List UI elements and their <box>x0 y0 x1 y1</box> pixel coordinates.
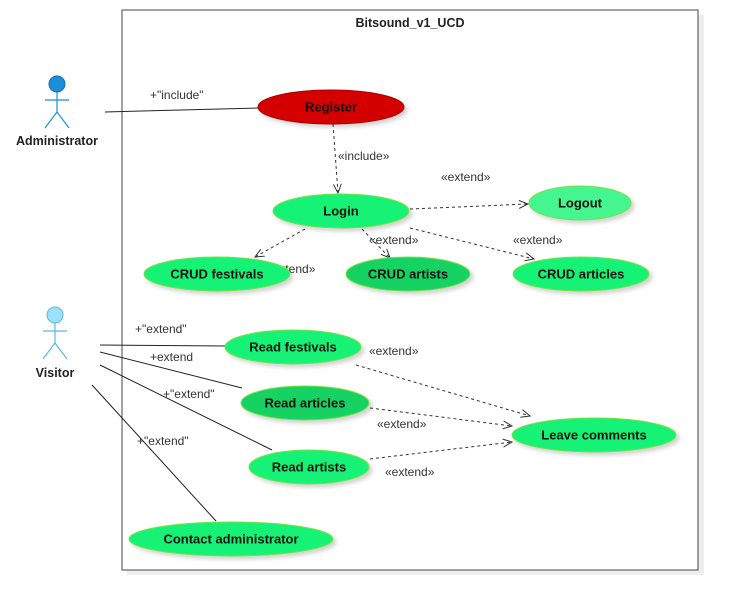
edge-visitor-read-artists[interactable] <box>99 364 273 451</box>
edge-label-visitor-contact: +"extend" <box>137 434 189 448</box>
usecase-login[interactable]: Login <box>272 193 410 229</box>
usecase-label-read-artists: Read artists <box>272 460 346 475</box>
edge-read-festivals-leave[interactable] <box>355 364 530 416</box>
usecase-label-contact-administrator: Contact administrator <box>163 532 298 547</box>
usecase-label-leave-comments: Leave comments <box>541 428 647 443</box>
usecase-label-register: Register <box>305 100 357 115</box>
usecase-contact-administrator[interactable]: Contact administrator <box>128 521 334 557</box>
system-boundary: Bitsound_v1_UCD <box>121 9 704 575</box>
edge-label-visitor-read-articles: +extend <box>150 350 193 364</box>
usecase-label-login: Login <box>323 204 358 219</box>
usecase-read-artists[interactable]: Read artists <box>248 449 370 485</box>
usecase-label-read-festivals: Read festivals <box>249 340 336 355</box>
actor-label-administrator: Administrator <box>16 134 98 148</box>
usecase-label-read-articles: Read articles <box>265 396 346 411</box>
usecase-read-articles[interactable]: Read articles <box>240 385 370 421</box>
edge-visitor-read-articles[interactable] <box>99 351 243 389</box>
usecase-read-festivals[interactable]: Read festivals <box>224 329 362 365</box>
dependencies <box>255 123 534 460</box>
actor-head <box>48 75 66 93</box>
edge-login-logout[interactable] <box>409 204 528 210</box>
usecase-label-crud-articles: CRUD articles <box>538 267 625 282</box>
edge-label-login-crud-articles: «extend» <box>513 233 563 247</box>
edge-login-crud-artists[interactable] <box>361 228 390 258</box>
usecase-leave-comments[interactable]: Leave comments <box>511 417 677 453</box>
edge-label-read-artists-leave: «extend» <box>385 465 435 479</box>
usecase-crud-articles[interactable]: CRUD articles <box>512 256 650 292</box>
edge-labels: +"include" «include» «extend» «extend» «… <box>135 88 563 479</box>
actor-label-visitor: Visitor <box>36 366 75 380</box>
usecase-label-crud-artists: CRUD artists <box>368 267 448 282</box>
usecase-label-logout: Logout <box>558 196 603 211</box>
use-cases: Register Login Logout CRUD festivals CRU… <box>128 89 677 557</box>
system-title: Bitsound_v1_UCD <box>355 16 464 30</box>
usecase-crud-festivals[interactable]: CRUD festivals <box>143 256 291 292</box>
edge-label-register-login: «include» <box>338 149 390 163</box>
edge-visitor-contact[interactable] <box>91 384 217 522</box>
edge-label-visitor-read-artists: +"extend" <box>163 387 215 401</box>
edge-label-visitor-read-festivals: +"extend" <box>135 322 187 336</box>
edge-label-login-crud-artists: «extend» <box>369 233 419 247</box>
usecase-crud-artists[interactable]: CRUD artists <box>345 256 471 292</box>
edge-label-admin-register: +"include" <box>150 88 204 102</box>
edge-label-read-articles-leave: «extend» <box>377 417 427 431</box>
edge-label-login-logout: «extend» <box>441 170 491 184</box>
actor-visitor[interactable]: Visitor <box>36 306 75 380</box>
usecase-register[interactable]: Register <box>257 89 405 125</box>
edge-visitor-read-festivals[interactable] <box>99 344 227 347</box>
edge-label-read-festivals-leave: «extend» <box>369 344 419 358</box>
usecase-logout[interactable]: Logout <box>528 185 632 221</box>
actor-administrator[interactable]: Administrator <box>16 75 98 148</box>
associations <box>91 107 273 522</box>
edge-admin-register[interactable] <box>104 107 259 113</box>
usecase-label-crud-festivals: CRUD festivals <box>170 267 263 282</box>
actor-head <box>46 306 64 324</box>
